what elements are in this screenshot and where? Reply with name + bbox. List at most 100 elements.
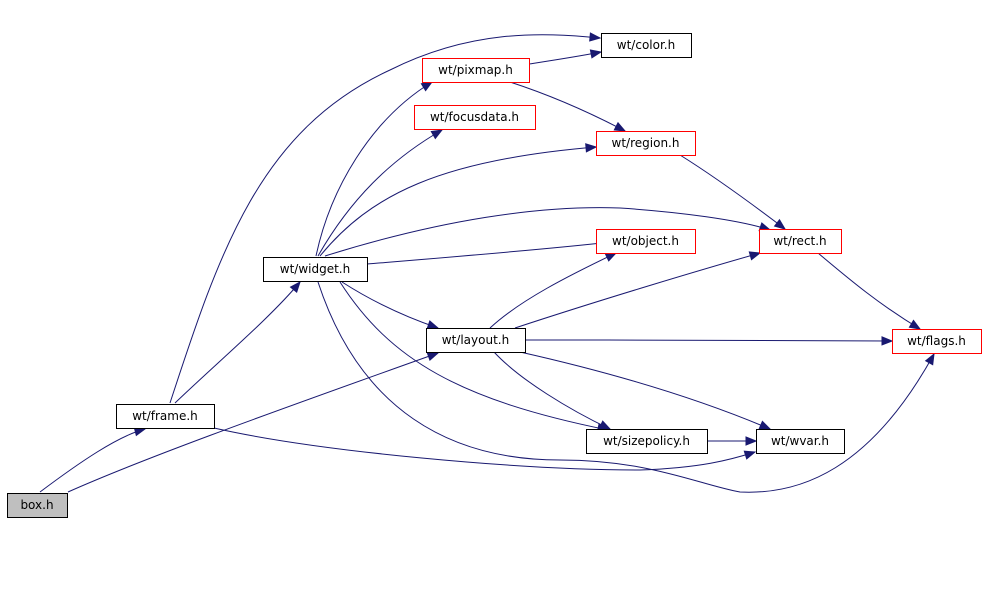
edge-widget-to-flags bbox=[317, 281, 935, 493]
edge-frame-to-color bbox=[169, 32, 602, 404]
node-box bbox=[601, 33, 692, 58]
edge-line bbox=[493, 351, 611, 430]
edge-arrowhead bbox=[924, 352, 935, 366]
node-box[interactable]: box.h bbox=[7, 493, 68, 518]
node-label: wt/layout.h bbox=[442, 333, 509, 347]
edge-line bbox=[341, 281, 439, 329]
nodes-layer: box.h wt/frame.h wt/widget.h wt/layout.h wt/… bbox=[7, 33, 982, 518]
node-region[interactable]: wt/region.h bbox=[596, 131, 696, 156]
edge-frame-to-wvar bbox=[213, 427, 757, 471]
edge-line bbox=[679, 154, 786, 230]
node-sizepolicy[interactable]: wt/sizepolicy.h bbox=[586, 429, 708, 454]
node-focusdata[interactable]: wt/focusdata.h bbox=[414, 105, 536, 130]
edge-widget-to-sizepolicy bbox=[339, 281, 610, 433]
edge-line bbox=[67, 352, 439, 493]
edge-widget-to-object bbox=[366, 238, 613, 265]
node-wvar[interactable]: wt/wvar.h bbox=[756, 429, 845, 454]
edge-arrowhead bbox=[773, 218, 787, 230]
edge-line bbox=[524, 339, 893, 342]
node-label: box.h bbox=[20, 498, 53, 512]
edge-arrowhead bbox=[589, 32, 602, 42]
node-label: wt/focusdata.h bbox=[430, 110, 519, 124]
node-box bbox=[596, 229, 696, 254]
edge-layout-to-sizepolicy bbox=[493, 351, 612, 430]
node-widget[interactable]: wt/widget.h bbox=[263, 257, 368, 282]
edge-line bbox=[366, 241, 612, 265]
node-label: wt/flags.h bbox=[907, 334, 966, 348]
node-label: wt/color.h bbox=[617, 38, 675, 52]
node-label: wt/widget.h bbox=[280, 262, 350, 276]
node-flags[interactable]: wt/flags.h bbox=[892, 329, 982, 354]
edge-sizepolicy-to-wvar bbox=[707, 436, 758, 446]
edge-line bbox=[319, 146, 597, 257]
edge-line bbox=[528, 51, 602, 65]
edge-arrowhead bbox=[585, 143, 598, 153]
node-label: wt/wvar.h bbox=[771, 434, 829, 448]
node-label: wt/sizepolicy.h bbox=[603, 434, 690, 448]
edge-arrowhead bbox=[589, 49, 603, 59]
edge-arrowhead bbox=[748, 251, 762, 261]
edge-line bbox=[817, 252, 921, 330]
node-box bbox=[756, 429, 845, 454]
edge-region-to-rect bbox=[679, 154, 787, 230]
edge-line bbox=[174, 281, 301, 404]
edge-box-to-frame bbox=[39, 427, 147, 493]
edge-arrowhead bbox=[743, 450, 757, 460]
edges-layer bbox=[39, 32, 935, 493]
node-label: wt/frame.h bbox=[132, 409, 198, 423]
edge-arrowhead bbox=[426, 320, 440, 330]
node-object[interactable]: wt/object.h bbox=[596, 229, 696, 254]
edge-line bbox=[514, 252, 761, 329]
node-frame[interactable]: wt/frame.h bbox=[116, 404, 215, 429]
edge-arrowhead bbox=[881, 336, 894, 346]
edge-arrowhead bbox=[426, 352, 440, 361]
edge-widget-to-region bbox=[319, 143, 598, 257]
node-pixmap[interactable]: wt/pixmap.h bbox=[422, 58, 530, 83]
edge-arrowhead bbox=[289, 280, 301, 294]
edge-layout-to-wvar bbox=[519, 351, 772, 430]
node-box bbox=[7, 493, 68, 518]
edge-line bbox=[169, 34, 601, 404]
edge-arrowhead bbox=[604, 252, 618, 262]
edge-line bbox=[315, 81, 433, 257]
node-box bbox=[596, 131, 696, 156]
edge-line bbox=[213, 427, 756, 471]
node-box bbox=[116, 404, 215, 429]
node-box bbox=[422, 58, 530, 83]
node-box bbox=[426, 328, 526, 353]
edge-line bbox=[339, 281, 609, 431]
edge-layout-to-flags bbox=[524, 336, 894, 346]
edge-arrowhead bbox=[745, 436, 758, 446]
node-label: wt/pixmap.h bbox=[438, 63, 513, 77]
edge-arrowhead bbox=[430, 129, 444, 140]
edge-arrowhead bbox=[908, 319, 922, 330]
edge-arrowhead bbox=[613, 121, 627, 132]
node-box bbox=[759, 229, 842, 254]
edge-arrowhead bbox=[420, 81, 434, 92]
edge-line bbox=[317, 281, 935, 493]
edge-line bbox=[489, 252, 617, 329]
edge-layout-to-object bbox=[489, 252, 618, 329]
edge-line bbox=[39, 428, 146, 493]
edge-line bbox=[317, 129, 443, 257]
edge-line bbox=[509, 81, 626, 132]
node-layout[interactable]: wt/layout.h bbox=[426, 328, 526, 353]
node-box bbox=[586, 429, 708, 454]
edge-rect-to-flags bbox=[817, 252, 922, 330]
node-box bbox=[263, 257, 368, 282]
edge-arrowhead bbox=[758, 420, 772, 430]
edge-arrowhead bbox=[598, 420, 612, 430]
node-label: wt/object.h bbox=[612, 234, 679, 248]
node-rect[interactable]: wt/rect.h bbox=[759, 229, 842, 254]
node-label: wt/rect.h bbox=[773, 234, 826, 248]
edge-pixmap-to-color bbox=[528, 49, 603, 65]
edge-pixmap-to-region bbox=[509, 81, 627, 132]
node-box bbox=[892, 329, 982, 354]
node-label: wt/region.h bbox=[612, 136, 680, 150]
edge-frame-to-widget bbox=[174, 280, 301, 404]
edge-layout-to-rect bbox=[514, 251, 762, 329]
node-box bbox=[414, 105, 536, 130]
node-color[interactable]: wt/color.h bbox=[601, 33, 692, 58]
edge-widget-to-focusdata bbox=[317, 129, 444, 257]
